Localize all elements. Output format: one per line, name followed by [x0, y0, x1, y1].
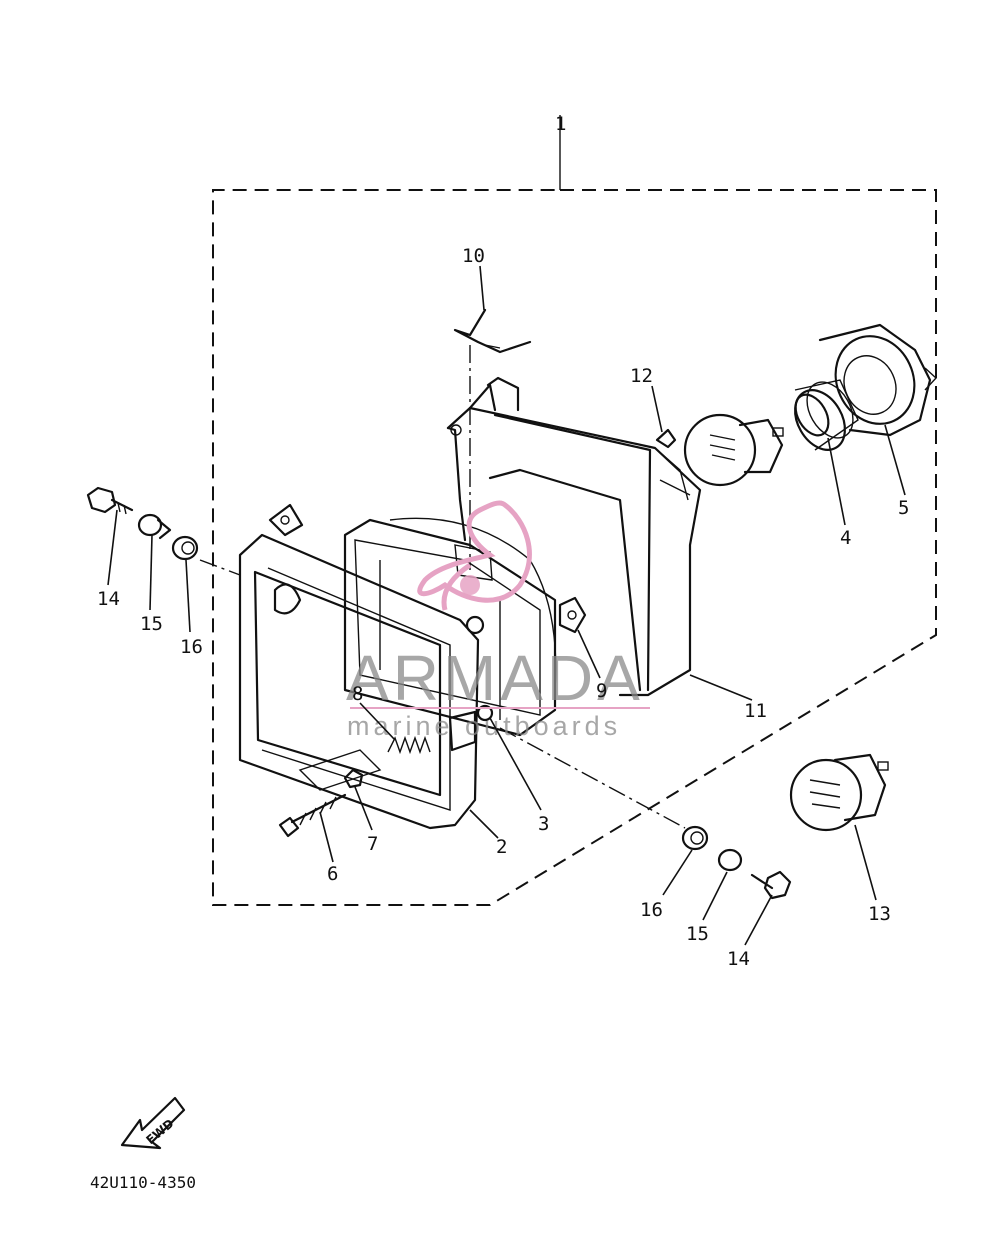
callout-16-left: 16 — [180, 636, 203, 658]
callout-14-right: 14 — [727, 948, 750, 970]
callout-7: 7 — [367, 833, 378, 855]
callout-1: 1 — [555, 113, 566, 135]
adjust-nut — [343, 768, 364, 789]
callout-4: 4 — [840, 527, 851, 549]
callout-9: 9 — [596, 680, 607, 702]
callouts: 1 2 3 4 5 6 7 8 9 10 11 12 13 14 15 16 1… — [97, 113, 909, 970]
callout-15-right: 15 — [686, 923, 709, 945]
watermark-logo-icon — [417, 500, 532, 611]
callout-3: 3 — [538, 813, 549, 835]
callout-11: 11 — [744, 700, 767, 722]
callout-13: 13 — [868, 903, 891, 925]
callout-14-left: 14 — [97, 588, 120, 610]
watermark-tagline: marine outboards — [347, 711, 621, 741]
assembly-boundary — [212, 115, 937, 906]
callout-6: 6 — [327, 863, 338, 885]
adjust-screw — [278, 793, 347, 838]
adjuster-clip — [558, 596, 587, 634]
callout-8: 8 — [352, 683, 363, 705]
callout-5: 5 — [898, 497, 909, 519]
spring-clip — [453, 308, 532, 354]
watermark: ARMADA marine outboards — [346, 500, 650, 741]
callout-15-left: 15 — [140, 613, 163, 635]
adjust-spring — [387, 735, 431, 755]
callout-10: 10 — [462, 245, 485, 267]
fastener-set-left — [86, 486, 199, 561]
small-nut — [655, 428, 677, 449]
drawing-code: 42U110-4350 — [90, 1173, 196, 1192]
callout-2: 2 — [496, 836, 507, 858]
leader-lines — [107, 265, 906, 946]
headlight-housing — [446, 376, 702, 697]
fastener-set-right — [681, 825, 792, 900]
spare-bulb — [789, 753, 889, 832]
watermark-brand: ARMADA — [346, 642, 644, 714]
headlight-bulb-upper — [683, 413, 784, 487]
bulb-cover — [818, 323, 937, 437]
bulb-socket — [794, 379, 859, 451]
callout-16-right: 16 — [640, 899, 663, 921]
headlight-rim — [238, 503, 494, 830]
callout-12: 12 — [630, 365, 653, 387]
fwd-arrow-icon: FWD — [120, 1096, 186, 1150]
